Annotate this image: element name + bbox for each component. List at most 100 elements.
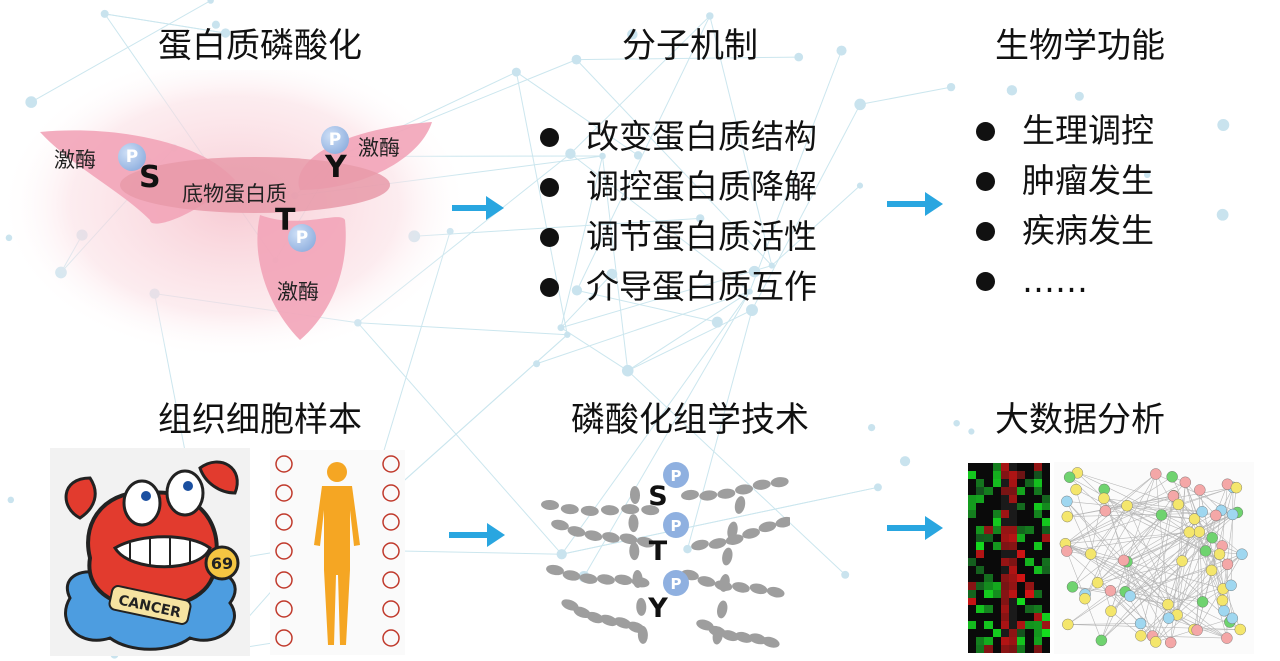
- peptide-bead: [546, 564, 564, 576]
- heatmap-cell: [1017, 526, 1026, 535]
- heatmap-cell: [984, 605, 993, 614]
- list-item: 调节蛋白质活性: [540, 212, 817, 262]
- network-edge: [1140, 495, 1174, 636]
- network-node: [1193, 526, 1206, 538]
- mechanism-list: 改变蛋白质结构 调控蛋白质降解 调节蛋白质活性 介导蛋白质互作: [540, 112, 817, 312]
- heatmap-cell: [1025, 550, 1034, 558]
- heatmap-cell: [1041, 542, 1050, 551]
- network-node: [841, 570, 850, 579]
- network-node: [746, 304, 758, 317]
- peptide-bead: [619, 533, 638, 545]
- heatmap-cell: [1008, 637, 1018, 646]
- heatmap-cell: [1033, 526, 1042, 535]
- network-edge: [1222, 487, 1237, 601]
- heatmap-cell: [1041, 597, 1050, 606]
- network-edge: [1126, 512, 1238, 562]
- heatmap-cell: [1008, 589, 1018, 598]
- network-node: [1236, 548, 1248, 560]
- heatmap-cell: [1000, 613, 1009, 622]
- heatmap-cell: [984, 550, 993, 558]
- arrow-right-icon: [887, 192, 943, 216]
- heatmap-cell: [984, 637, 993, 646]
- heatmap-cell: [1000, 605, 1009, 614]
- cancer-crab-illustration: 69 CANCER: [50, 448, 250, 656]
- network-node: [706, 12, 714, 20]
- heatmap-cell: [1041, 518, 1050, 527]
- network-node: [1216, 208, 1229, 221]
- heatmap-cell: [1017, 637, 1026, 646]
- heatmap-cell: [1025, 613, 1034, 622]
- title-biological-function: 生物学功能: [995, 26, 1165, 66]
- heatmap-cell: [968, 502, 977, 511]
- heatmap-cell: [984, 486, 993, 495]
- heatmap-cell: [1000, 478, 1009, 487]
- heatmap-cell: [976, 565, 985, 574]
- heatmap-cell: [1008, 550, 1018, 558]
- heatmap-cell: [992, 534, 1001, 543]
- substrate-ellipse: [120, 157, 390, 213]
- network-edge: [627, 309, 753, 372]
- heatmap-cell: [984, 478, 993, 487]
- heatmap-cell: [1008, 557, 1018, 566]
- heatmap-cell: [976, 597, 985, 606]
- heatmap-cell: [968, 637, 977, 646]
- network-node: [1196, 596, 1209, 608]
- heatmap-cell: [976, 637, 985, 646]
- lungs-icon: [275, 484, 293, 502]
- list-item: 肿瘤发生: [976, 156, 1154, 206]
- heatmap-cell: [1025, 494, 1034, 503]
- heatmap-cell: [992, 518, 1001, 527]
- residue-y: Y: [325, 150, 347, 185]
- heatmap-cell: [968, 565, 977, 574]
- network-edge: [1197, 629, 1241, 631]
- heatmap-cell: [1025, 542, 1034, 551]
- heatmap-cell: [1025, 589, 1034, 598]
- heatmap-cell: [1025, 534, 1034, 543]
- bullet-dot: [540, 227, 559, 247]
- heatmap-cell: [1000, 486, 1009, 495]
- brain-icon: [382, 455, 400, 473]
- heatmap-cell: [992, 629, 1001, 638]
- network-node: [1221, 558, 1234, 571]
- peptide-bead: [636, 536, 655, 548]
- title-phosphorylation: 蛋白质磷酸化: [158, 26, 362, 66]
- peptide-bead: [600, 505, 619, 516]
- heatmap-cell: [1000, 526, 1009, 535]
- title-tissue-cell-samples: 组织细胞样本: [158, 400, 362, 440]
- network-node: [867, 423, 876, 432]
- peptide-bead: [708, 538, 727, 549]
- heatmap-cell: [968, 463, 977, 471]
- heatmap-cell: [1033, 557, 1042, 566]
- peptide-bead: [614, 617, 632, 629]
- phospho-badge-y: P: [321, 126, 349, 154]
- peptide-bead: [735, 631, 753, 643]
- heatmap-cell: [1041, 470, 1050, 479]
- heatmap-cell: [976, 613, 985, 622]
- heatmap-cell: [1033, 645, 1042, 653]
- peptide-bead: [567, 526, 586, 537]
- heatmap-cell: [1025, 486, 1034, 495]
- heatmap-cell: [984, 463, 993, 471]
- heatmap-cell: [1041, 629, 1050, 638]
- heatmap-cell: [1008, 621, 1018, 630]
- heatmap-cell: [1008, 597, 1018, 606]
- peptide-bead: [629, 542, 640, 561]
- network-edge: [1105, 510, 1195, 520]
- network-node: [1164, 636, 1177, 649]
- heatmap-cell: [1041, 463, 1050, 471]
- network-edge: [536, 291, 750, 365]
- joint-icon: [382, 629, 400, 647]
- heatmap-cell: [1033, 573, 1042, 582]
- peptide-bead: [562, 570, 581, 581]
- network-node: [1176, 555, 1188, 567]
- bullet-dot: [540, 177, 559, 197]
- heatmap-cell: [1041, 478, 1050, 487]
- peptide-bead: [573, 606, 591, 619]
- heatmap-cell: [1041, 526, 1050, 535]
- heatmap-cell: [1000, 557, 1009, 566]
- heatmap-cell: [1017, 550, 1026, 558]
- network-edge: [1173, 495, 1243, 555]
- network-node: [633, 151, 643, 160]
- heatmap-cell: [1025, 470, 1034, 479]
- heatmap-cell: [976, 557, 985, 566]
